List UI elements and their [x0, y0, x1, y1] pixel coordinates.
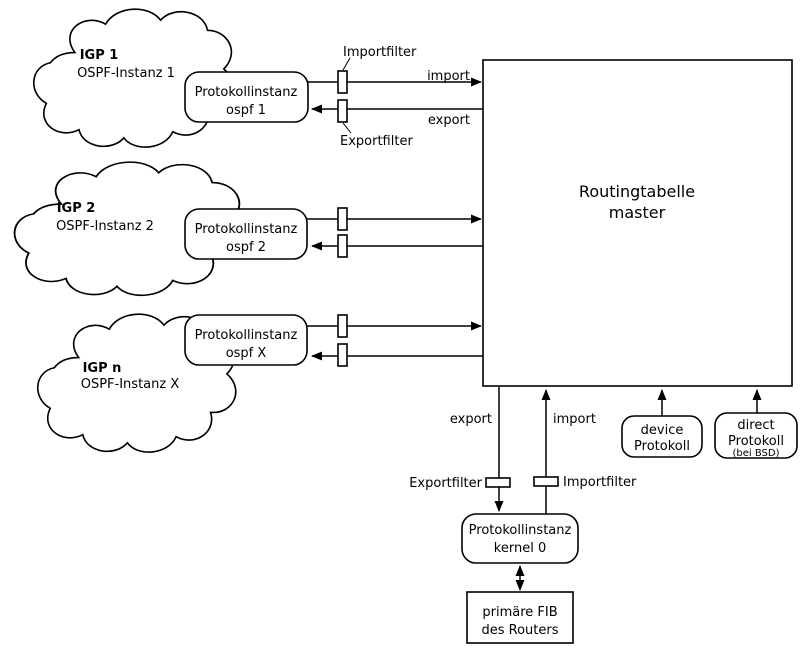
routing-table-title-line2: master [609, 203, 666, 222]
protocol-box-ospfx [184, 314, 308, 366]
import-filter-kernel [533, 476, 559, 487]
export-bottom-label: export [450, 412, 492, 427]
import-top-label: import [427, 69, 470, 84]
export-filter-ospf1 [337, 99, 348, 123]
igpn-label: IGP n [83, 361, 122, 376]
exportfilter-leader-line [342, 122, 352, 134]
import-filter-ospfx [337, 314, 348, 338]
kernel-box-line1: Protokollinstanz [469, 523, 572, 538]
direct-box-line3: (bei BSD) [733, 448, 780, 459]
export-filter-kernel [485, 477, 511, 488]
protocol-box-ospf1-line1: Protokollinstanz [195, 85, 298, 100]
import-bottom-label: import [553, 412, 596, 427]
kernel-protocol-box [461, 513, 579, 564]
igp1-label: IGP 1 [80, 48, 119, 63]
igp2-instance-label: OSPF-Instanz 2 [56, 219, 154, 234]
exportfilter-bottom-label: Exportfilter [409, 476, 482, 491]
routing-table-box [482, 59, 793, 387]
igpn-instance-label: OSPF-Instanz X [81, 377, 180, 392]
direct-protocol-box [714, 412, 798, 459]
device-box-line1: device [641, 423, 684, 438]
export-filter-ospf2 [337, 234, 348, 258]
importfilter-leader-line [342, 57, 351, 71]
device-box-line2: Protokoll [634, 439, 690, 454]
protocol-box-ospf2 [184, 208, 308, 260]
export-filter-ospfx [337, 343, 348, 367]
protocol-box-ospf2-line1: Protokollinstanz [195, 222, 298, 237]
igp2-label: IGP 2 [57, 201, 96, 216]
igp1-instance-label: OSPF-Instanz 1 [77, 66, 175, 81]
direct-box-line1: direct [737, 418, 774, 433]
fib-box-line2: des Routers [481, 623, 558, 638]
importfilter-top-label: Importfilter [343, 45, 417, 60]
device-protocol-box [621, 415, 703, 458]
import-filter-ospf1 [337, 70, 348, 94]
protocol-box-ospfx-line2: ospf X [226, 346, 267, 361]
protocol-box-ospf1 [184, 71, 309, 123]
export-top-label: export [428, 113, 470, 128]
routing-table-title-line1: Routingtabelle [579, 182, 695, 201]
protocol-box-ospf2-line2: ospf 2 [226, 240, 266, 255]
protocol-box-ospf1-line2: ospf 1 [226, 103, 266, 118]
protocol-box-ospfx-line1: Protokollinstanz [195, 328, 298, 343]
fib-box [466, 591, 574, 644]
importfilter-bottom-label: Importfilter [563, 475, 637, 490]
exportfilter-top-label: Exportfilter [340, 134, 413, 149]
direct-box-line2: Protokoll [728, 434, 784, 449]
fib-box-line1: primäre FIB [482, 605, 557, 620]
import-filter-ospf2 [337, 207, 348, 231]
kernel-box-line2: kernel 0 [494, 541, 546, 556]
